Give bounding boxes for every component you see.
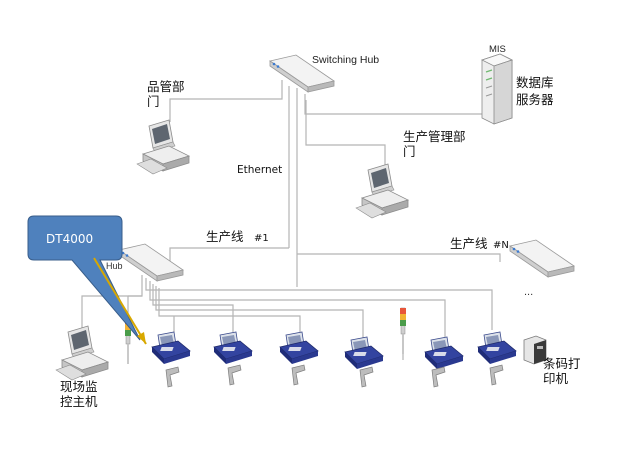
lineN-label: 生产线 (450, 236, 488, 251)
monitor-host-label-line2: 控主机 (60, 394, 98, 409)
switching-hub-label: Switching Hub (312, 54, 379, 66)
terminal-6-icon (477, 331, 517, 365)
ethernet-label: Ethernet (237, 164, 283, 176)
prod-mgmt-workstation-icon (355, 163, 409, 219)
barcode-printer-label-line2: 印机 (543, 371, 569, 386)
scanner-6-icon (489, 364, 504, 386)
terminal-3-icon (279, 331, 319, 365)
db-server-label-line2: 服务器 (516, 92, 554, 107)
connection-lines (81, 80, 506, 360)
scanner-4-icon (359, 366, 374, 388)
barcode-printer-icon (523, 335, 547, 365)
server-rack-icon (480, 53, 514, 125)
line1-hub-label: Hub (106, 261, 123, 271)
terminal-4-icon (344, 336, 384, 370)
qc-dept-label-line2: 门 (147, 94, 160, 109)
barcode-printer-label-line1: 条码打 (543, 356, 581, 371)
line1-label: 生产线 (206, 229, 244, 244)
scanner-5-icon (431, 366, 446, 388)
terminal-1-icon (151, 331, 191, 365)
callout-text: DT4000 (46, 232, 94, 246)
prod-mgmt-label-line2: 门 (403, 144, 416, 159)
qc-dept-workstation-icon (136, 119, 190, 175)
lineN-hub-icon (509, 239, 575, 278)
scanner-1-icon (165, 366, 180, 388)
scanner-2-icon (227, 364, 242, 386)
qc-dept-label-line1: 品管部 (147, 79, 185, 94)
scanner-3-icon (291, 364, 306, 386)
signal-tower-2-icon (399, 307, 407, 355)
mis-label: MIS (489, 44, 506, 55)
line1-number: #1 (254, 233, 269, 244)
line1-hub-icon (118, 243, 184, 282)
db-server-label-line1: 数据库 (516, 75, 554, 90)
lineN-number: #N (493, 240, 509, 251)
terminal-2-icon (213, 331, 253, 365)
terminal-5-icon (424, 336, 464, 370)
callout-arrow-icon (93, 257, 147, 345)
lineN-ellipsis: ... (524, 286, 533, 298)
monitor-host-workstation-icon (55, 325, 109, 381)
prod-mgmt-label-line1: 生产管理部 (403, 129, 466, 144)
monitor-host-label-line1: 现场监 (60, 379, 98, 394)
